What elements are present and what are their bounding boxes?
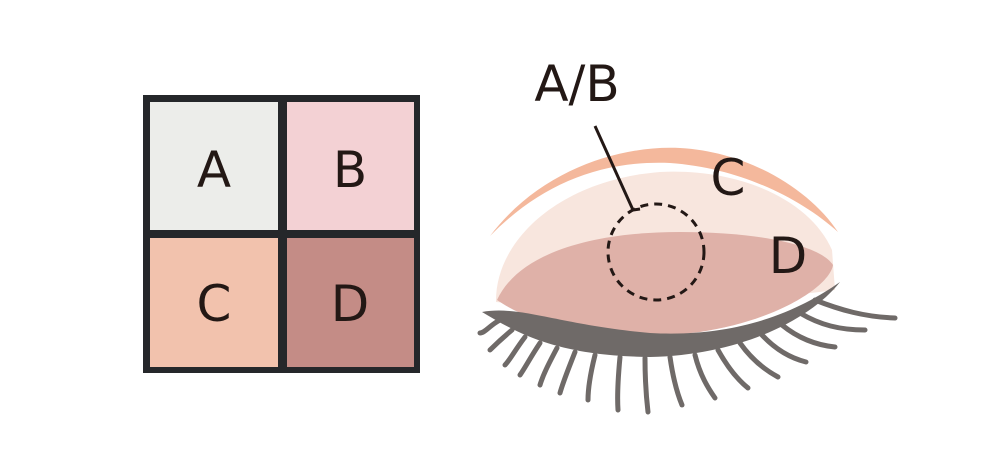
lash-line: [482, 282, 840, 357]
eye-illustration: A/B C D: [477, 55, 898, 415]
eye-label-d: D: [769, 227, 808, 285]
pan-d: [287, 238, 414, 367]
pan-a: [150, 102, 278, 230]
eye-label-c: C: [711, 149, 746, 207]
lid-area-d: [497, 232, 833, 336]
pan-b: [287, 102, 414, 230]
pan-label-d: D: [331, 275, 370, 333]
eye-label-ab: A/B: [534, 55, 619, 113]
pan-label-a: A: [197, 141, 231, 199]
eyeshadow-palette: A B C D: [143, 95, 420, 373]
pan-label-b: B: [333, 141, 367, 199]
ab-leader-line: [593, 125, 641, 212]
pan-c: [150, 238, 278, 367]
ab-dashed-circle: [606, 202, 706, 302]
eyelashes: [477, 297, 898, 415]
pan-label-c: C: [197, 275, 232, 333]
crease-area-c: [490, 147, 838, 236]
